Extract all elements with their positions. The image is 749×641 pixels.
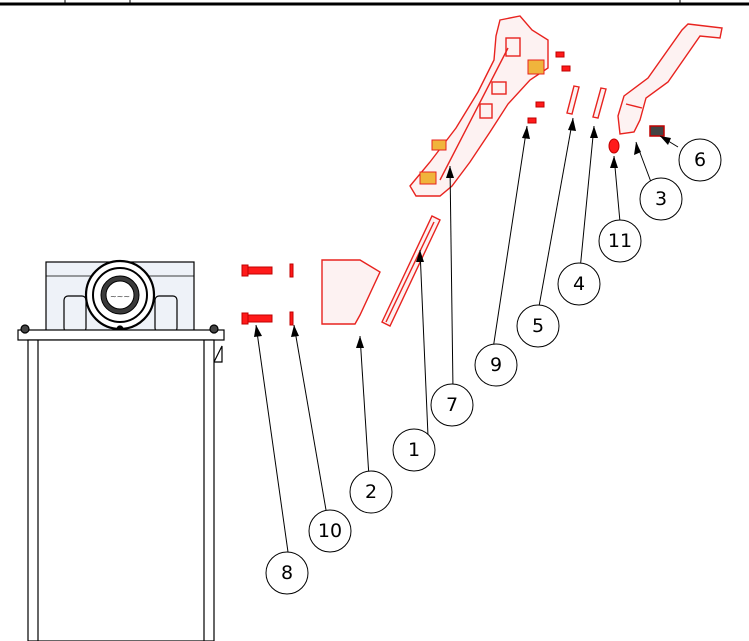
balloon-11: 11 bbox=[598, 219, 642, 263]
part-2-cover bbox=[321, 259, 381, 325]
leader-lines bbox=[254, 117, 679, 553]
balloon-10: 10 bbox=[308, 509, 352, 553]
balloon-4: 4 bbox=[557, 262, 601, 306]
balloon-8: 8 bbox=[265, 551, 309, 595]
machine-column: ~~~ bbox=[17, 259, 225, 641]
balloon-7: 7 bbox=[430, 383, 474, 427]
balloon-10-label: 10 bbox=[318, 520, 342, 542]
balloon-6: 6 bbox=[678, 138, 722, 182]
balloon-3-label: 3 bbox=[655, 188, 667, 210]
balloon-9: 9 bbox=[474, 343, 518, 387]
balloon-9-label: 9 bbox=[490, 354, 502, 376]
balloon-2-label: 2 bbox=[365, 481, 377, 503]
balloon-5-label: 5 bbox=[532, 315, 544, 337]
balloon-5: 5 bbox=[516, 304, 560, 348]
title-block-border bbox=[0, 0, 749, 6]
balloon-2: 2 bbox=[349, 470, 393, 514]
part-3-handle bbox=[617, 23, 723, 135]
part-7-bracket bbox=[409, 15, 549, 197]
balloon-11-label: 11 bbox=[608, 230, 632, 252]
balloon-6-label: 6 bbox=[694, 149, 706, 171]
balloon-8-label: 8 bbox=[281, 562, 293, 584]
balloon-1-label: 1 bbox=[408, 439, 420, 461]
part-1-strip bbox=[381, 215, 441, 327]
part-10-washers bbox=[289, 263, 294, 326]
balloon-7-label: 7 bbox=[446, 394, 458, 416]
balloon-1: 1 bbox=[392, 428, 436, 472]
svg-text:~~~: ~~~ bbox=[110, 292, 130, 301]
part-5-strip bbox=[566, 85, 580, 115]
part-11-knob bbox=[608, 138, 620, 154]
part-4-strip bbox=[592, 87, 607, 119]
part-9-screws bbox=[527, 51, 571, 124]
balloon-3: 3 bbox=[639, 177, 683, 221]
balloon-4-label: 4 bbox=[573, 273, 585, 295]
part-8-screws bbox=[241, 264, 273, 325]
part-6-grip bbox=[649, 125, 665, 137]
